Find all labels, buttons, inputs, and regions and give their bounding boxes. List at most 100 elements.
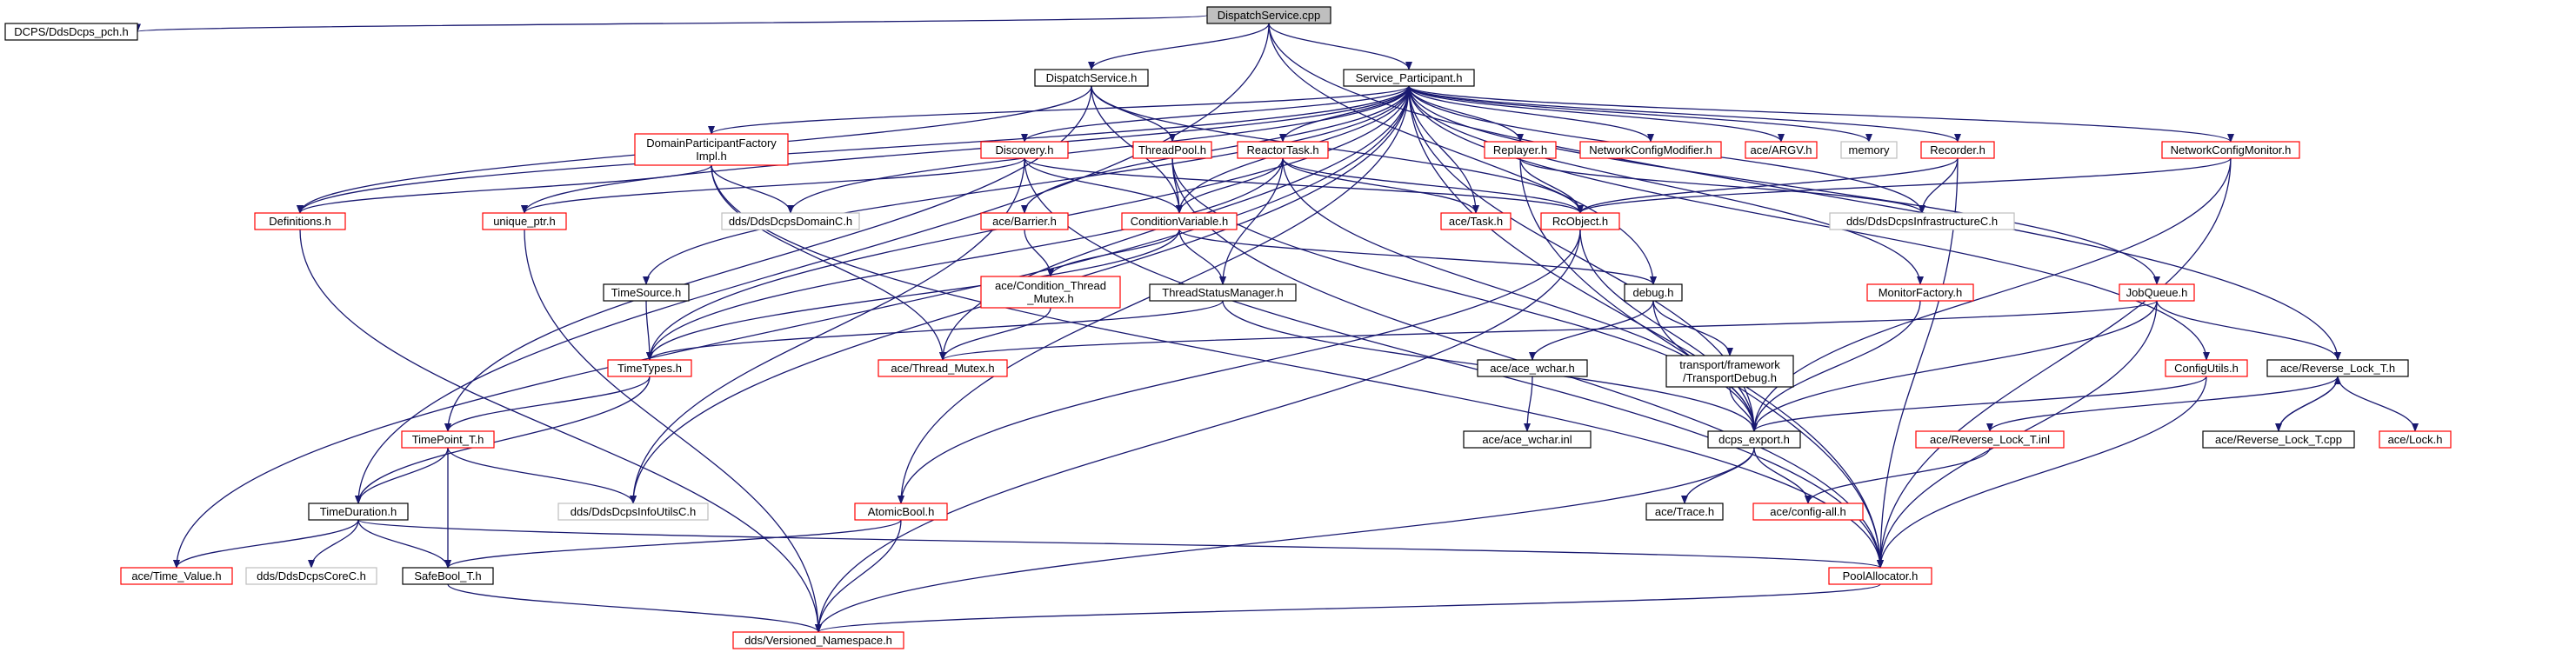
node-transport-debug-h[interactable]: transport/framework/TransportDebug.h bbox=[1665, 355, 1794, 388]
edge-dcps-export-h-to-ace-trace-h bbox=[1681, 447, 1755, 504]
node-debug-h[interactable]: debug.h bbox=[1624, 283, 1683, 302]
edge-timeduration-h-to-poolallocator-h bbox=[357, 519, 1884, 569]
edge-discovery-h-to-rcobject-h bbox=[1024, 157, 1584, 214]
edge-rcobject-h-to-dds-versioned-namespace-h bbox=[815, 229, 1581, 633]
node-service-participant-h[interactable]: Service_Participant.h bbox=[1343, 69, 1475, 87]
node-timeduration-h[interactable]: TimeDuration.h bbox=[308, 503, 409, 521]
node-unique-ptr-h[interactable]: unique_ptr.h bbox=[482, 212, 567, 230]
node-discovery-h[interactable]: Discovery.h bbox=[980, 141, 1069, 159]
edge-timetypes-h-to-timeduration-h bbox=[355, 376, 651, 504]
node-rcobject-h[interactable]: RcObject.h bbox=[1540, 212, 1620, 230]
node-safebool-t-h[interactable]: SafeBool_T.h bbox=[402, 567, 494, 585]
edge-service-participant-h-to-timesource-h bbox=[643, 85, 1410, 285]
node-box bbox=[557, 503, 709, 521]
node-definitions-h[interactable]: Definitions.h bbox=[254, 212, 346, 230]
node-ace-barrier-h[interactable]: ace/Barrier.h bbox=[980, 212, 1069, 230]
node-box bbox=[482, 212, 567, 230]
edge-reactortask-h-to-threadstatusmanager-h bbox=[1219, 157, 1284, 285]
edge-discovery-h-to-dds-infoutilsc-h bbox=[630, 157, 1025, 504]
node-dds-domainc-h[interactable]: dds/DdsDcpsDomainC.h bbox=[721, 212, 860, 230]
node-box bbox=[980, 141, 1069, 159]
edge-atomicbool-h-to-safebool-t-h bbox=[444, 519, 902, 569]
node-timesource-h[interactable]: TimeSource.h bbox=[603, 283, 690, 302]
node-label: ace/Reverse_Lock_T.cpp bbox=[2215, 433, 2342, 446]
node-replayer-h[interactable]: Replayer.h bbox=[1484, 141, 1557, 159]
node-label: DispatchService.h bbox=[1046, 71, 1138, 84]
node-box bbox=[634, 133, 789, 166]
node-ace-config-all-h[interactable]: ace/config-all.h bbox=[1752, 503, 1864, 521]
node-label: ThreadStatusManager.h bbox=[1162, 286, 1283, 299]
node-ace-reverse-lock-t-cpp[interactable]: ace/Reverse_Lock_T.cpp bbox=[2202, 430, 2355, 449]
node-dds-corec-h[interactable]: dds/DdsDcpsCoreC.h bbox=[245, 567, 377, 585]
node-configutils-h[interactable]: ConfigUtils.h bbox=[2165, 359, 2248, 377]
node-label: ace/Reverse_Lock_T.inl bbox=[1930, 433, 2050, 446]
node-box bbox=[607, 359, 692, 377]
node-dcps-pch[interactable]: DCPS/DdsDcps_pch.h bbox=[4, 23, 138, 41]
edge-conditionvariable-h-to-threadstatusmanager-h bbox=[1178, 229, 1226, 285]
node-ace-thread-mutex-h[interactable]: ace/Thread_Mutex.h bbox=[878, 359, 1008, 377]
node-box bbox=[2161, 141, 2300, 159]
node-timepoint-t-h[interactable]: TimePoint_T.h bbox=[401, 430, 495, 449]
node-networkconfigmodifier-h[interactable]: NetworkConfigModifier.h bbox=[1579, 141, 1722, 159]
node-label: ace/Time_Value.h bbox=[131, 569, 221, 582]
node-label: PoolAllocator.h bbox=[1843, 569, 1919, 582]
edge-service-participant-h-to-replayer-h bbox=[1408, 85, 1524, 143]
node-dcps-export-h[interactable]: dcps_export.h bbox=[1707, 430, 1801, 449]
node-ace-task-h[interactable]: ace/Task.h bbox=[1440, 212, 1512, 230]
node-memory[interactable]: memory bbox=[1840, 141, 1898, 159]
edge-jobqueue-h-to-dcps-export-h bbox=[1751, 300, 2158, 432]
edge-unique-ptr-h-to-dds-versioned-namespace-h bbox=[524, 229, 822, 633]
node-box bbox=[1463, 430, 1592, 449]
edge-timeduration-h-to-ace-time-value-h bbox=[173, 519, 359, 569]
node-box bbox=[1840, 141, 1898, 159]
edge-discovery-h-to-unique-ptr-h bbox=[521, 157, 1025, 214]
node-atomicbool-h[interactable]: AtomicBool.h bbox=[854, 503, 948, 521]
edge-reactortask-h-to-conditionvariable-h bbox=[1176, 157, 1284, 214]
node-box bbox=[721, 212, 860, 230]
node-label: Replayer.h bbox=[1493, 143, 1547, 156]
node-ace-ace-wchar-h[interactable]: ace/ace_wchar.h bbox=[1477, 359, 1588, 377]
node-recorder-h[interactable]: Recorder.h bbox=[1920, 141, 1995, 159]
node-label: DispatchService.cpp bbox=[1218, 9, 1321, 22]
node-threadstatusmanager-h[interactable]: ThreadStatusManager.h bbox=[1149, 283, 1297, 302]
node-dds-infoutilsc-h[interactable]: dds/DdsDcpsInfoUtilsC.h bbox=[557, 503, 709, 521]
node-box bbox=[1915, 430, 2065, 449]
node-threadpool-h[interactable]: ThreadPool.h bbox=[1132, 141, 1212, 159]
edge-dp-factory-impl-h-to-dds-domainc-h bbox=[711, 164, 794, 214]
node-box bbox=[1745, 141, 1818, 159]
node-box bbox=[1579, 141, 1722, 159]
node-jobqueue-h[interactable]: JobQueue.h bbox=[2119, 283, 2195, 302]
node-ace-trace-h[interactable]: ace/Trace.h bbox=[1645, 503, 1724, 521]
node-ace-ace-wchar-inl[interactable]: ace/ace_wchar.inl bbox=[1463, 430, 1592, 449]
node-monitorfactory-h[interactable]: MonitorFactory.h bbox=[1866, 283, 1974, 302]
node-ace-argv-h[interactable]: ace/ARGV.h bbox=[1745, 141, 1818, 159]
node-box bbox=[854, 503, 948, 521]
node-dds-infrastructurec-h[interactable]: dds/DdsDcpsInfrastructureC.h bbox=[1829, 212, 2015, 230]
node-dispatchservice-h[interactable]: DispatchService.h bbox=[1034, 69, 1149, 87]
node-label: memory bbox=[1849, 143, 1890, 156]
node-dds-versioned-namespace-h[interactable]: dds/Versioned_Namespace.h bbox=[732, 631, 904, 649]
node-ace-time-value-h[interactable]: ace/Time_Value.h bbox=[120, 567, 233, 585]
node-ace-condition-thread-mutex-h[interactable]: ace/Condition_Thread_Mutex.h bbox=[980, 276, 1121, 309]
node-label: AtomicBool.h bbox=[868, 505, 935, 518]
node-networkconfigmonitor-h[interactable]: NetworkConfigMonitor.h bbox=[2161, 141, 2300, 159]
node-box bbox=[2119, 283, 2195, 302]
node-reactortask-h[interactable]: ReactorTask.h bbox=[1237, 141, 1329, 159]
node-ace-lock-h[interactable]: ace/Lock.h bbox=[2379, 430, 2452, 449]
edge-service-participant-h-to-ace-barrier-h bbox=[1021, 85, 1410, 214]
node-ace-reverse-lock-t-inl[interactable]: ace/Reverse_Lock_T.inl bbox=[1915, 430, 2065, 449]
node-box bbox=[1707, 430, 1801, 449]
edge-service-participant-h-to-networkconfigmodifier-h bbox=[1408, 85, 1654, 143]
edge-dispatchservice-cpp-to-debug-h bbox=[1268, 23, 1657, 285]
node-timetypes-h[interactable]: TimeTypes.h bbox=[607, 359, 692, 377]
node-box bbox=[732, 631, 904, 649]
node-ace-reverse-lock-t-h[interactable]: ace/Reverse_Lock_T.h bbox=[2266, 359, 2409, 377]
node-box bbox=[1149, 283, 1297, 302]
node-label: transport/framework bbox=[1679, 358, 1780, 371]
node-conditionvariable-h[interactable]: ConditionVariable.h bbox=[1121, 212, 1238, 230]
edge-safebool-t-h-to-dds-versioned-namespace-h bbox=[447, 583, 822, 633]
node-poolallocator-h[interactable]: PoolAllocator.h bbox=[1828, 567, 1932, 585]
